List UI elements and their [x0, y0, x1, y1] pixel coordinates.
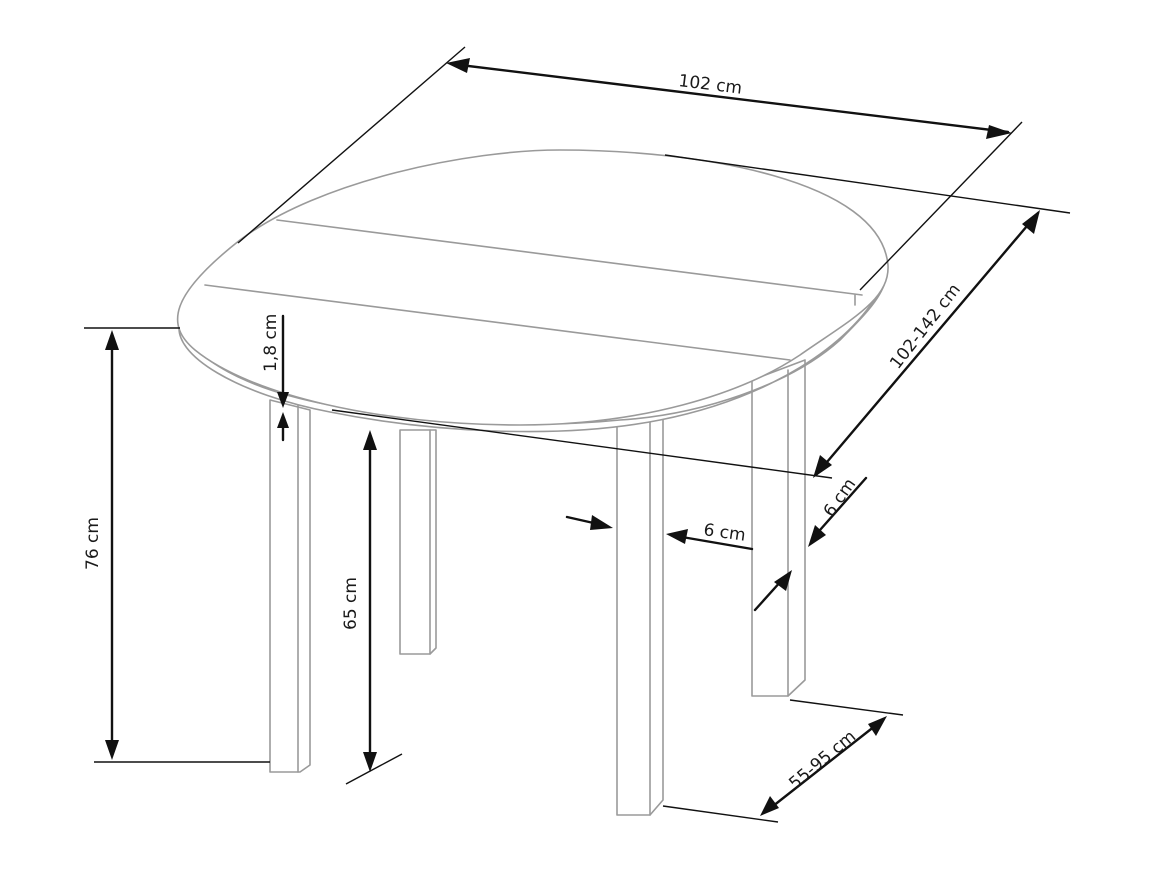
leg-back-right	[751, 359, 806, 697]
leg-spacing-label: 55-95 cm	[785, 727, 860, 794]
top-thickness-label: 1,8 cm	[261, 314, 281, 372]
leaf-seam-front	[204, 284, 791, 361]
dimension-width: 102 cm	[237, 46, 1023, 291]
clearance-height-label: 65 cm	[341, 577, 361, 630]
dimension-total-height: 76 cm	[83, 327, 270, 763]
leg-back-left	[399, 429, 437, 655]
dimension-clearance-height: 65 cm	[341, 430, 403, 785]
dimension-leg-width: 6 cm	[565, 515, 754, 551]
dimension-leg-spacing: 55-95 cm	[662, 699, 904, 823]
dimension-top-thickness: 1,8 cm	[261, 314, 289, 442]
leg-front-left	[269, 399, 311, 773]
leaf-seam-back	[276, 219, 863, 296]
table-top	[176, 149, 889, 433]
width-label: 102 cm	[677, 71, 743, 99]
total-height-label: 76 cm	[83, 517, 103, 570]
leg-front-right	[616, 417, 664, 816]
leg-depth-label: 6 cm	[820, 475, 861, 521]
length-label: 102-142 cm	[886, 280, 965, 373]
